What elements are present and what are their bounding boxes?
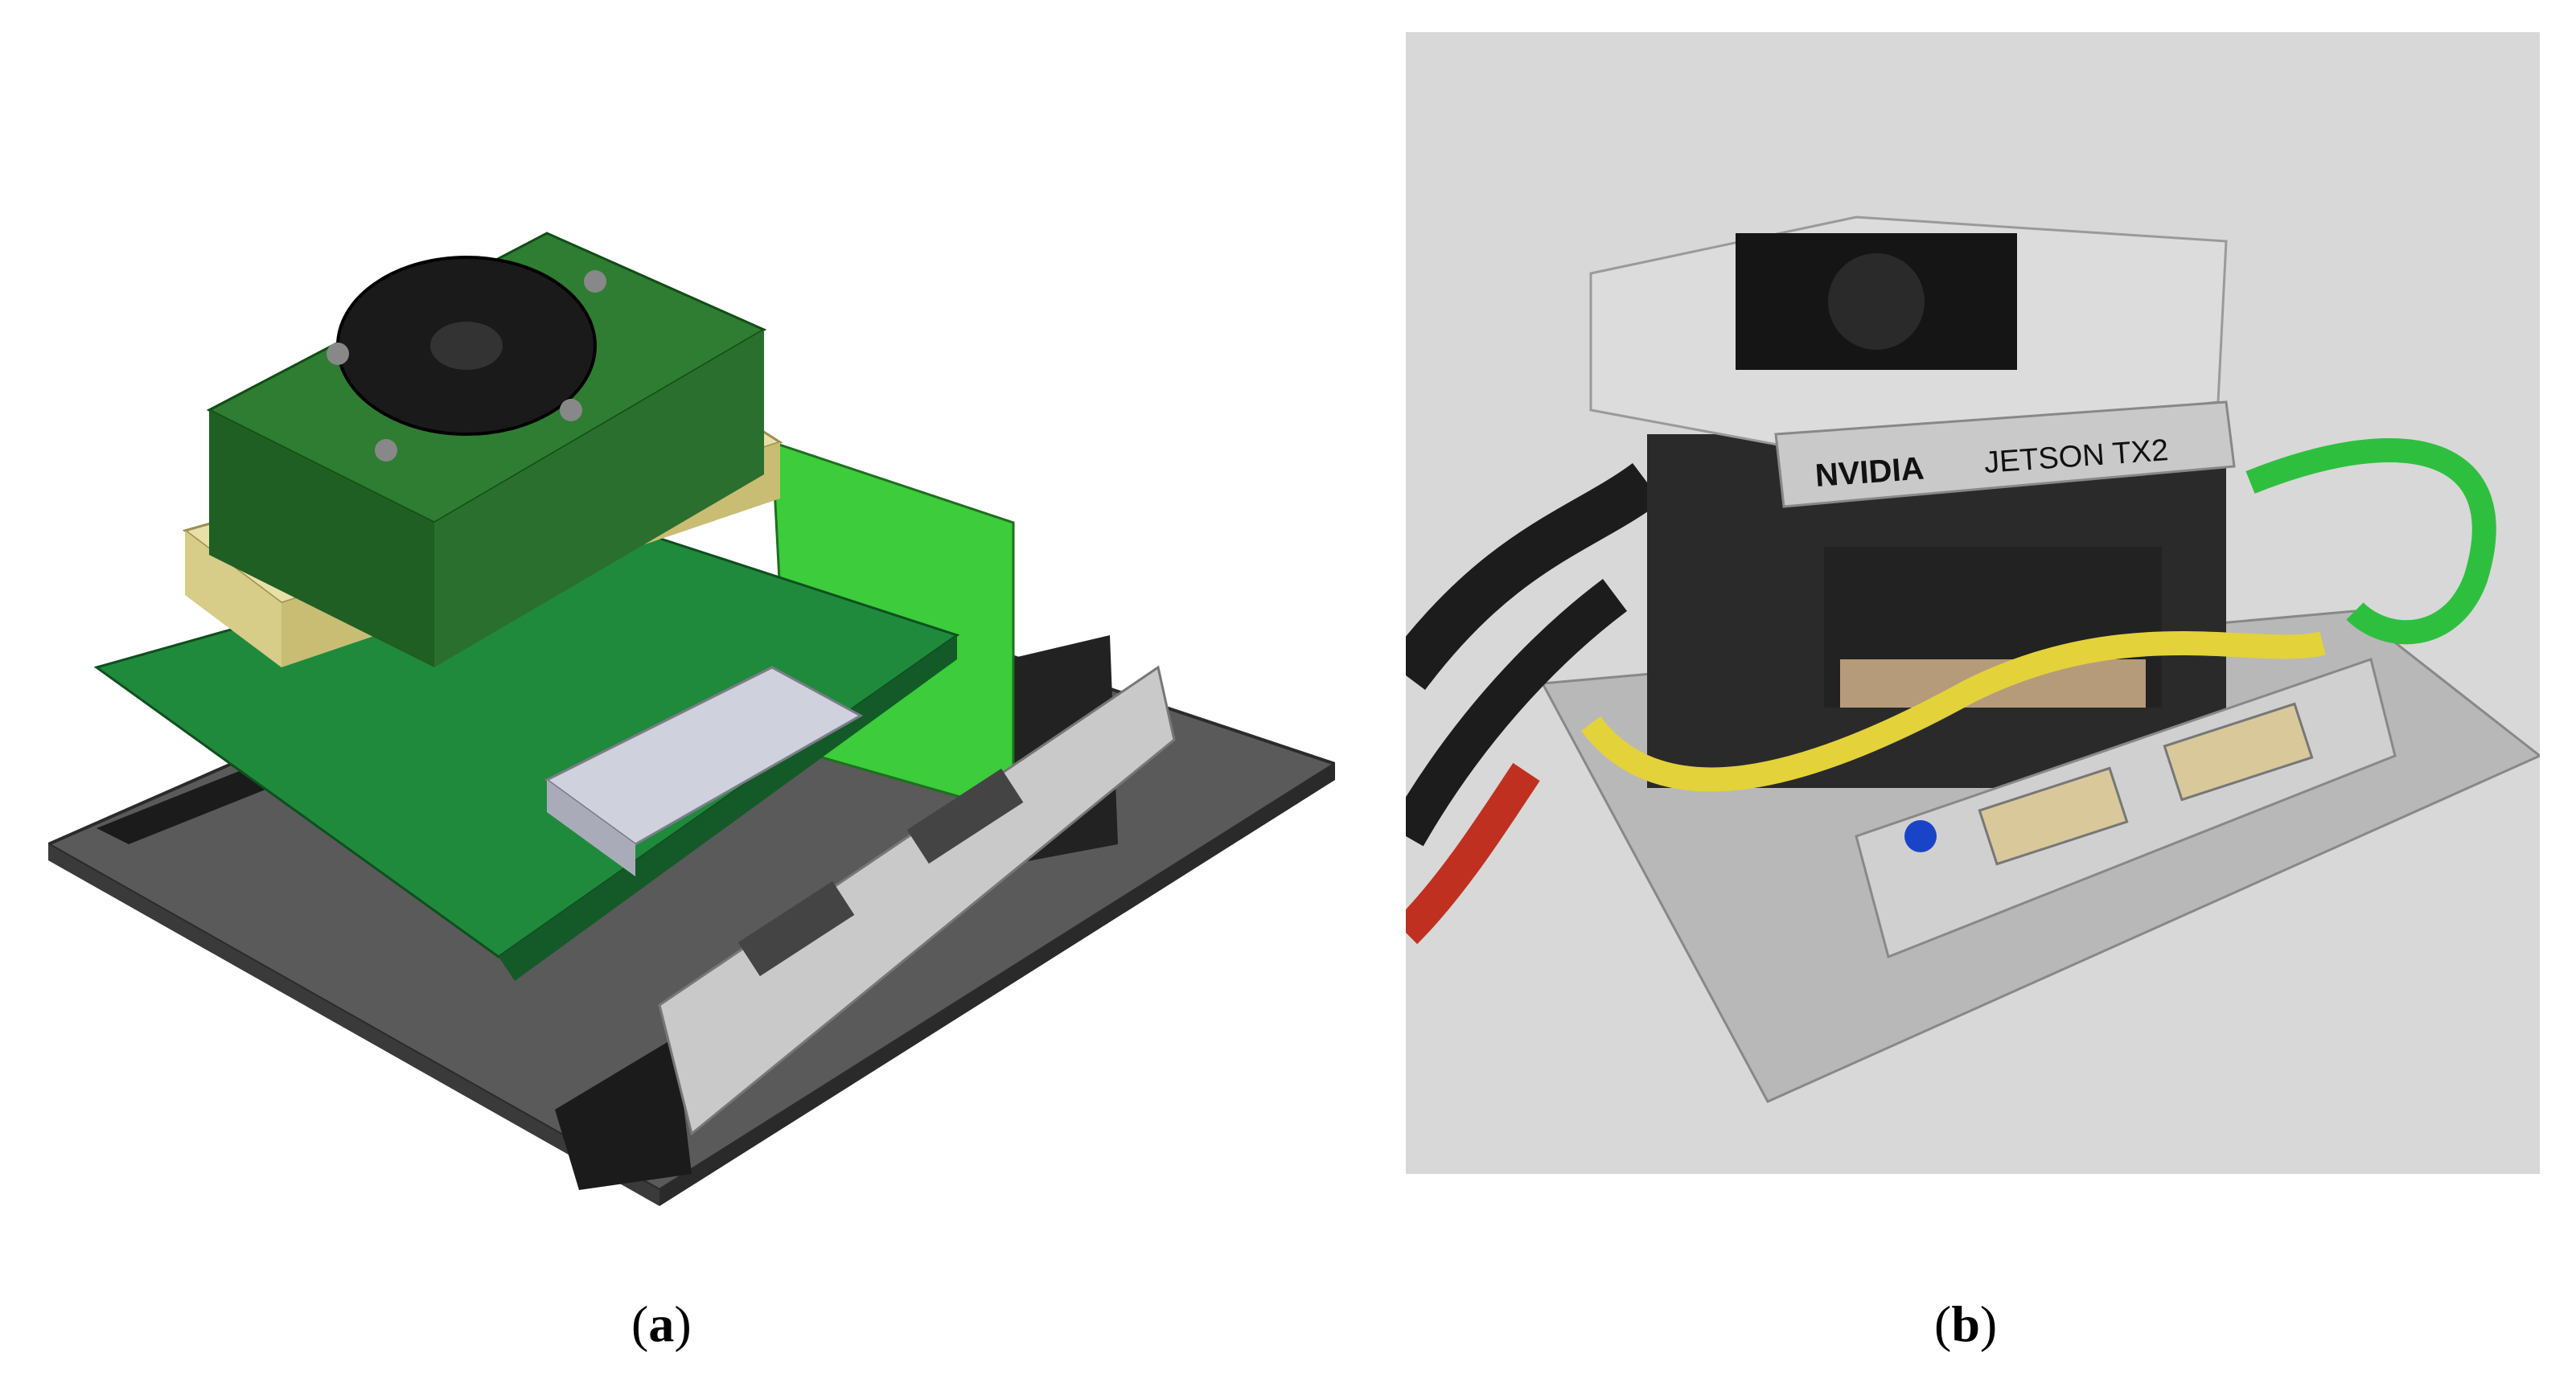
base-plate-edge (48, 844, 659, 1206)
yellow-cable (1581, 631, 2326, 792)
chip-heatsink-side (547, 780, 635, 876)
caption-letter-b: b (1951, 1295, 1980, 1352)
blue-dot (1904, 820, 1937, 852)
rail-front (555, 1037, 692, 1190)
photo-image: NVIDIA JETSON TX2 (1406, 32, 2540, 1174)
caption-b: (b) (1934, 1295, 1998, 1352)
caption-letter-a: a (648, 1295, 675, 1352)
red-cable (1406, 762, 1540, 945)
nvidia-logo-text: NVIDIA (1814, 451, 1925, 494)
dvi-connector-1 (1978, 766, 2129, 866)
fan-hub (430, 322, 503, 370)
green-heatsink-left (209, 410, 434, 667)
module-front-plate (1774, 400, 2236, 508)
fan-screw (584, 270, 606, 293)
chip-heatsink (544, 666, 864, 846)
green-heatsink-right (434, 330, 764, 667)
green-cable (2245, 438, 2496, 645)
fan-screw (560, 399, 582, 421)
connector-2 (906, 768, 1024, 864)
rail-left (97, 764, 290, 844)
hardware-photo-illustration: NVIDIA JETSON TX2 (1406, 32, 2540, 1174)
black-cable (1406, 462, 1662, 691)
cad-render-image (48, 185, 1335, 1230)
cad-assembly-illustration (48, 232, 1335, 1206)
carrier-board-gold-side (185, 531, 281, 667)
black-cable (1406, 579, 1628, 847)
connector-1 (737, 880, 855, 977)
base-plate-edge-right (659, 764, 1335, 1206)
fan-hub (1828, 253, 1925, 350)
dvi-connector-2 (2163, 702, 2314, 802)
fan-screw (375, 439, 397, 462)
fan-screw (327, 343, 349, 365)
caption-a: (a) (631, 1295, 692, 1352)
